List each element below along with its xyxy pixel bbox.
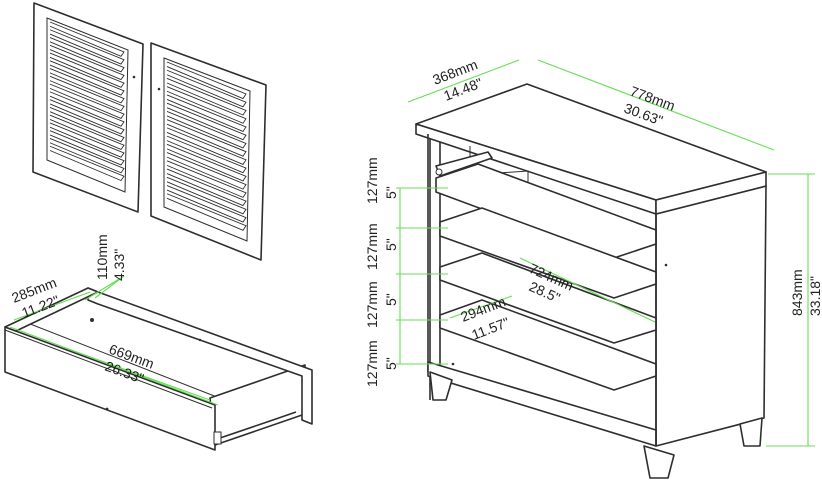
door-slat: [49, 83, 125, 119]
door-slat: [166, 119, 247, 157]
shelf-spacing-1-mm: 127mm: [364, 157, 380, 204]
cabinet-height-mm: 843mm: [789, 269, 805, 316]
shelf-spacing-3-in: 5": [383, 293, 399, 306]
door-slat: [49, 106, 125, 143]
drawer-dimension-lines: [9, 275, 219, 406]
cabinet-drawing: [415, 83, 767, 479]
door-slat: [49, 91, 125, 127]
shelf-spacing-4-mm: 127mm: [364, 340, 380, 387]
cabinet-shelves: [435, 163, 657, 391]
door-slat: [166, 102, 247, 141]
door-slat: [49, 130, 125, 166]
door-slat: [166, 185, 247, 223]
cabinet-legs: [429, 371, 763, 479]
door-slat: [166, 127, 247, 165]
door-slat: [166, 69, 247, 108]
cabinet-dimension-lines: [396, 59, 815, 447]
door-slat: [49, 29, 125, 65]
door-slat: [49, 99, 125, 135]
door-slat: [166, 78, 247, 116]
door-slat: [166, 135, 247, 174]
door-slat: [166, 176, 247, 215]
drawer-height-mm: 110mm: [94, 234, 110, 280]
shelf-spacing-4-in: 5": [383, 357, 399, 370]
door-slat: [166, 143, 247, 182]
door-slat: [166, 152, 247, 190]
door-slat: [49, 138, 125, 174]
door-slat: [166, 94, 247, 133]
shelf-spacing-2-mm: 127mm: [364, 223, 380, 270]
drawer-drawing: [4, 287, 313, 451]
door-right-slats: [166, 61, 247, 231]
door-slat: [49, 60, 125, 96]
shelf-spacing-2-in: 5": [383, 238, 399, 251]
door-slat: [166, 168, 247, 207]
door-slat: [49, 44, 125, 81]
door-slat: [49, 145, 125, 182]
shelf-spacing-3-mm: 127mm: [364, 281, 380, 328]
shelf-spacing-1-in: 5": [383, 186, 399, 199]
door-left: [32, 2, 144, 213]
door-slat: [166, 61, 247, 100]
door-slat: [49, 114, 125, 151]
door-slat: [49, 68, 125, 104]
door-slat: [49, 52, 125, 88]
door-slat: [166, 86, 247, 124]
door-slat: [49, 21, 125, 57]
door-slat: [49, 37, 125, 73]
cabinet-height-in: 33.18": [807, 276, 822, 316]
door-right: [150, 42, 267, 261]
door-slat: [166, 110, 247, 149]
door-slat: [49, 75, 125, 112]
drawer-height-in: 4.33": [111, 249, 127, 281]
door-slat: [49, 122, 125, 158]
door-left-slats: [49, 21, 125, 182]
door-slat: [166, 193, 247, 231]
door-slat: [166, 160, 247, 198]
